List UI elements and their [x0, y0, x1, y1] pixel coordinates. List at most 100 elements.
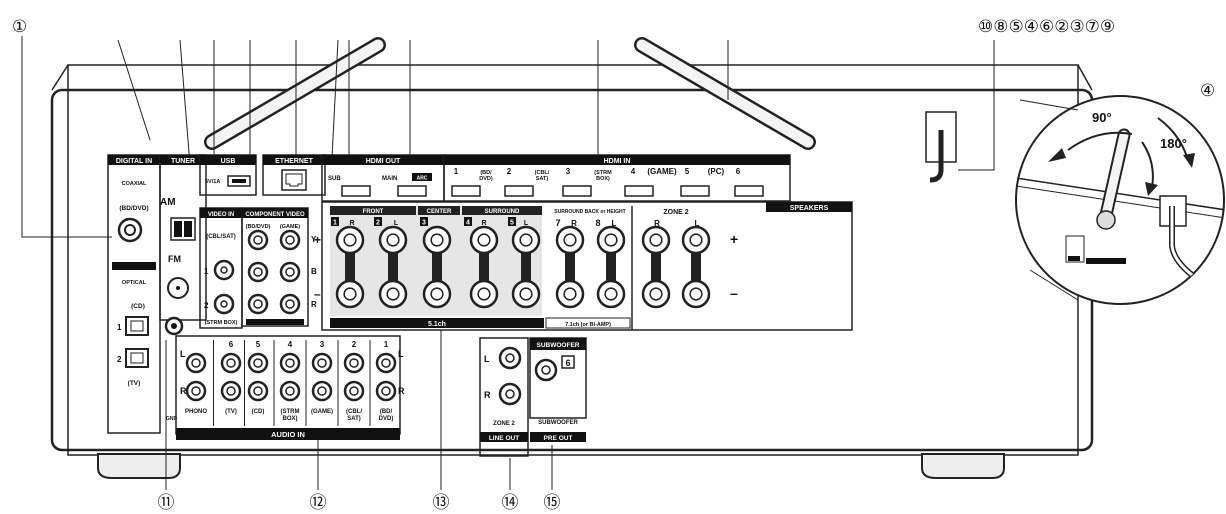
- audio-in-jack-r[interactable]: [247, 380, 269, 402]
- component-video-section: COMPONENT VIDEO (BD/DVD) (GAME) Y B R: [241, 207, 317, 327]
- hdmi-in-port-6[interactable]: [734, 185, 764, 197]
- hdmi-in-port-2[interactable]: [504, 185, 534, 197]
- component-jack[interactable]: [247, 229, 269, 251]
- subwoofer-badge: 6: [565, 358, 570, 368]
- optical-jack-1[interactable]: [125, 316, 149, 336]
- optical-tv-label: (TV): [128, 380, 141, 387]
- audio-in-jack-r[interactable]: [311, 380, 333, 402]
- optical-2-label: 2: [117, 355, 122, 364]
- component-jack[interactable]: [279, 261, 301, 283]
- front-r-label: R: [349, 220, 354, 227]
- hdmi-in-port-5[interactable]: [680, 185, 710, 197]
- hdmi-in-port-label: 3: [566, 167, 571, 176]
- coaxial-bd-label: (BD/DVD): [119, 205, 148, 212]
- speaker-terminal-minus[interactable]: [596, 279, 626, 309]
- audio-in-jack-l[interactable]: [185, 352, 207, 374]
- component-jack[interactable]: [279, 293, 301, 315]
- audio-in-jack-r[interactable]: [375, 380, 397, 402]
- subwoofer-pre-out-section: SUBWOOFER 6 SUBWOOFER PRE OUT: [529, 337, 587, 442]
- speaker-terminal-plus[interactable]: [596, 225, 626, 255]
- zone2-speaker-label: ZONE 2: [663, 209, 688, 216]
- audio-in-jack-r[interactable]: [343, 380, 365, 402]
- speaker-terminal-minus[interactable]: [378, 279, 408, 309]
- audio-in-jack-l[interactable]: [311, 352, 333, 374]
- component-bd-label: (BD/DVD): [246, 224, 271, 230]
- audio-in-jack-r[interactable]: [279, 380, 301, 402]
- audio-in-number: 4: [288, 340, 293, 349]
- speaker-terminal-minus[interactable]: [641, 279, 671, 309]
- hdmi-in-label: HDMI IN: [604, 158, 631, 165]
- audio-r-label-right: R: [398, 386, 405, 396]
- ch2-badge: 2: [376, 220, 380, 227]
- antenna-angle-inset: 90° 180° ④: [1015, 81, 1225, 305]
- callout-4-inset: ④: [1200, 81, 1215, 100]
- front-label: FRONT: [363, 209, 384, 215]
- hdmi-in-port-3[interactable]: [562, 185, 592, 197]
- speaker-terminal-minus[interactable]: [681, 279, 711, 309]
- audio-in-jack-r[interactable]: [185, 380, 207, 402]
- ch1-badge: 1: [333, 220, 337, 227]
- usb-section: USB 5V/1A: [199, 154, 257, 196]
- optical-label: OPTICAL: [122, 280, 147, 286]
- ethernet-port[interactable]: [281, 169, 307, 191]
- minus-label-left: –: [314, 287, 321, 301]
- speaker-terminal-plus[interactable]: [511, 225, 541, 255]
- callout-13: ⑬: [433, 493, 450, 512]
- ch8-label: 8: [595, 218, 600, 228]
- hdmi-in-port-1[interactable]: [451, 185, 481, 197]
- surround-r-label: R: [481, 220, 486, 227]
- speaker-terminal-plus[interactable]: [469, 225, 499, 255]
- speaker-terminal-minus[interactable]: [555, 279, 585, 309]
- audio-in-jack-l[interactable]: [343, 352, 365, 374]
- component-jack[interactable]: [247, 261, 269, 283]
- speaker-terminal-minus[interactable]: [422, 279, 452, 309]
- speaker-terminal-plus[interactable]: [555, 225, 585, 255]
- hdmi-in-port-label: 5: [685, 167, 690, 176]
- audio-in-jack-l[interactable]: [279, 352, 301, 374]
- center-label: CENTER: [427, 209, 452, 215]
- speakers-section: SPEAKERS FRONT CENTER SURROUND SURROUND …: [314, 201, 853, 331]
- audio-in-source-label: (TV): [225, 409, 237, 415]
- hdmi-in-port-label: 2: [507, 167, 512, 176]
- component-jack[interactable]: [279, 229, 301, 251]
- component-game-label: (GAME): [280, 224, 300, 230]
- audio-in-jack-l[interactable]: [220, 352, 242, 374]
- speaker-terminal-minus[interactable]: [511, 279, 541, 309]
- am-label: AM: [160, 197, 176, 208]
- hdmi-out-sub-port[interactable]: [341, 185, 371, 197]
- subwoofer-label: SUBWOOFER: [537, 342, 580, 349]
- audio-in-jack-r[interactable]: [220, 380, 242, 402]
- speaker-terminal-minus[interactable]: [335, 279, 365, 309]
- speaker-terminal-plus[interactable]: [641, 225, 671, 255]
- audio-in-jack-l[interactable]: [247, 352, 269, 374]
- component-b-label: B: [311, 267, 317, 276]
- surround-back-label: SURROUND BACK or HEIGHT: [554, 209, 625, 215]
- audio-in-number: 2: [352, 340, 357, 349]
- hdmi-out-main-port[interactable]: [397, 185, 427, 197]
- ch7-label: 7: [555, 218, 560, 228]
- hdmi-in-port-4[interactable]: [624, 185, 654, 197]
- wireless-antenna-left: [204, 37, 386, 150]
- hdmi-in-port-label: 1: [454, 167, 459, 176]
- callout-11: ⑪: [158, 493, 175, 512]
- optical-cd-label: (CD): [131, 303, 145, 310]
- speaker-terminal-plus[interactable]: [378, 225, 408, 255]
- audio-in-number: 3: [320, 340, 325, 349]
- component-jack[interactable]: [247, 293, 269, 315]
- audio-in-source-label: PHONO: [185, 409, 207, 415]
- zone2-line-out-section: L R ZONE 2 LINE OUT: [479, 337, 529, 457]
- speaker-terminal-minus[interactable]: [469, 279, 499, 309]
- fm-label: FM: [168, 254, 181, 264]
- audio-in-source-label: (CBL/SAT): [346, 409, 362, 422]
- speaker-terminal-plus[interactable]: [422, 225, 452, 255]
- speaker-terminal-plus[interactable]: [681, 225, 711, 255]
- callout-1: ①: [12, 17, 27, 36]
- video-1-label: 1: [204, 267, 209, 276]
- speaker-terminal-plus[interactable]: [335, 225, 365, 255]
- tuner-label: TUNER: [171, 158, 195, 165]
- optical-jack-2[interactable]: [125, 348, 149, 368]
- audio-in-jack-l[interactable]: [375, 352, 397, 374]
- optical-1-label: 1: [117, 323, 122, 332]
